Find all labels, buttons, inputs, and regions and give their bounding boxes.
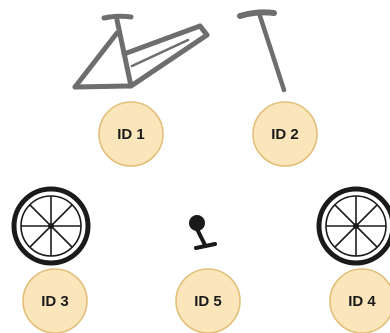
- badge-label: ID 3: [41, 293, 69, 310]
- badge-id-3: ID 3: [22, 268, 88, 333]
- bike-frame-icon: [72, 13, 210, 90]
- badge-label: ID 4: [348, 293, 376, 310]
- badge-label: ID 5: [194, 293, 222, 310]
- seat-post-icon: [237, 9, 287, 93]
- badge-id-1: ID 1: [98, 101, 164, 167]
- wheel-icon: [11, 186, 91, 266]
- badge-label: ID 1: [117, 126, 145, 143]
- badge-label: ID 2: [271, 126, 299, 143]
- badge-id-2: ID 2: [252, 101, 318, 167]
- badge-id-5: ID 5: [175, 268, 241, 333]
- pedal-icon: [189, 215, 217, 250]
- wheel-icon: [316, 186, 390, 266]
- badge-id-4: ID 4: [329, 268, 390, 333]
